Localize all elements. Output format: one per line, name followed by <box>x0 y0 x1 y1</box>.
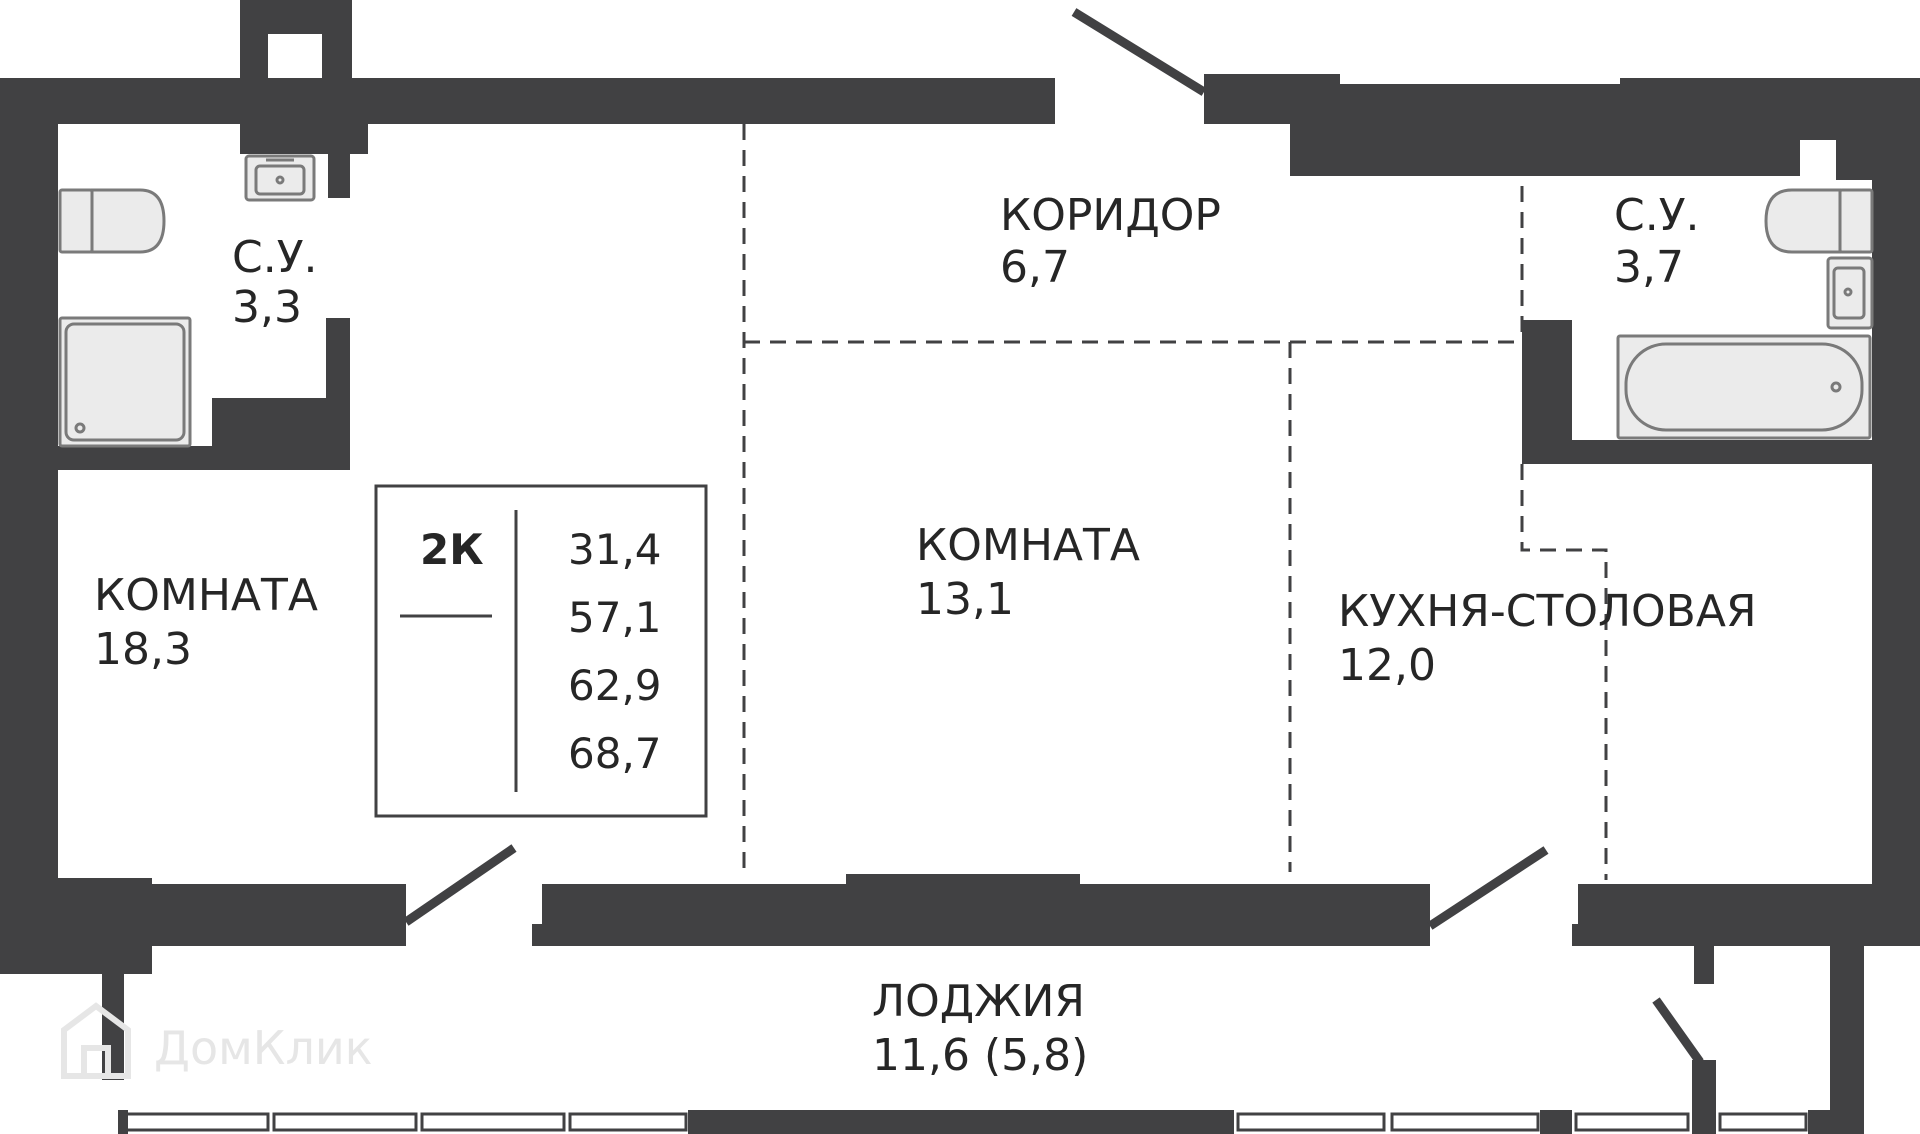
area-value: 57,1 <box>568 593 662 642</box>
room-name: КОРИДОР <box>1000 190 1221 241</box>
room-area: 3,3 <box>232 282 302 333</box>
apartment-type: 2К <box>420 525 484 574</box>
room-labels: С.У. 3,3 КОРИДОР 6,7 С.У. 3,7 КОМНАТА 18… <box>94 190 1757 1081</box>
toilet-icon <box>1764 188 1874 254</box>
inner-wall-bottom <box>152 884 406 946</box>
wall-segment <box>240 124 368 154</box>
room-name: КОМНАТА <box>94 570 318 621</box>
window-pane <box>1574 1112 1690 1132</box>
bathroom-partition <box>1522 440 1872 464</box>
sink-icon <box>1826 256 1874 330</box>
window-pane <box>1718 1112 1808 1132</box>
window-pane <box>124 1112 270 1132</box>
window-pane <box>568 1112 688 1132</box>
outer-wall-top-right <box>1620 140 1800 176</box>
loggia-wall <box>1830 946 1864 1134</box>
summary-frame <box>374 484 708 818</box>
loggia-wall <box>688 1110 1234 1134</box>
outer-wall-right <box>1872 140 1920 912</box>
watermark: ДомКлик <box>61 1002 373 1079</box>
entrance-door <box>1071 8 1207 96</box>
room-name: КУХНЯ-СТОЛОВАЯ <box>1338 586 1757 637</box>
loggia-side-door <box>1652 997 1704 1065</box>
loggia-windows <box>124 1112 1808 1132</box>
zone-boundaries <box>742 124 1608 880</box>
outer-wall-left <box>0 78 58 974</box>
loggia-door-left <box>403 844 517 926</box>
dashed-boundary <box>1520 464 1608 880</box>
area-summary-box: 2К 31,4 57,1 62,9 68,7 <box>374 484 708 818</box>
room-area: 13,1 <box>916 574 1014 625</box>
inner-wall-bottom <box>846 874 1080 890</box>
doors <box>403 8 1704 1065</box>
loggia-wall <box>118 1110 128 1134</box>
room-name: С.У. <box>1614 190 1700 241</box>
vent-block <box>322 0 352 80</box>
loggia-door-right <box>1427 846 1549 930</box>
inner-wall-bottom <box>542 884 1430 946</box>
room-name: КОМНАТА <box>916 520 1140 571</box>
window-pane <box>1236 1112 1386 1132</box>
loggia-wall <box>1540 1110 1572 1134</box>
toilet-icon <box>58 188 166 254</box>
room-area: 3,7 <box>1614 242 1684 293</box>
loggia-wall <box>1694 946 1714 984</box>
sink-icon <box>244 154 316 202</box>
bathroom-partition <box>1522 320 1572 440</box>
house-logo-icon <box>61 1002 131 1079</box>
outer-wall-top-left <box>0 78 1055 124</box>
area-value: 62,9 <box>568 661 662 710</box>
room-area: 11,6 (5,8) <box>872 1030 1088 1081</box>
bathroom-partition <box>328 154 350 198</box>
inner-wall-bottom <box>532 924 552 946</box>
window-pane <box>272 1112 418 1132</box>
inner-wall-bottom <box>1572 924 1588 946</box>
area-value: 68,7 <box>568 729 662 778</box>
fixtures <box>58 154 1874 448</box>
room-area: 12,0 <box>1338 640 1436 691</box>
area-value: 31,4 <box>568 525 662 574</box>
outer-wall-top-right <box>1290 84 1620 176</box>
outer-wall-top-right <box>1620 78 1920 140</box>
shower-icon <box>58 316 192 448</box>
window-pane <box>1390 1112 1540 1132</box>
loggia-wall <box>1808 1110 1864 1134</box>
inner-wall-bottom <box>1578 884 1920 946</box>
loggia-wall <box>1692 1060 1716 1134</box>
bathtub-icon <box>1616 334 1872 440</box>
room-name: С.У. <box>232 232 318 283</box>
bathroom-partition <box>58 446 350 470</box>
window-pane <box>420 1112 566 1132</box>
room-area: 18,3 <box>94 624 192 675</box>
watermark-text: ДомКлик <box>154 1021 373 1075</box>
inner-wall-bottom <box>0 878 152 974</box>
room-name: ЛОДЖИЯ <box>872 976 1085 1027</box>
room-area: 6,7 <box>1000 242 1070 293</box>
